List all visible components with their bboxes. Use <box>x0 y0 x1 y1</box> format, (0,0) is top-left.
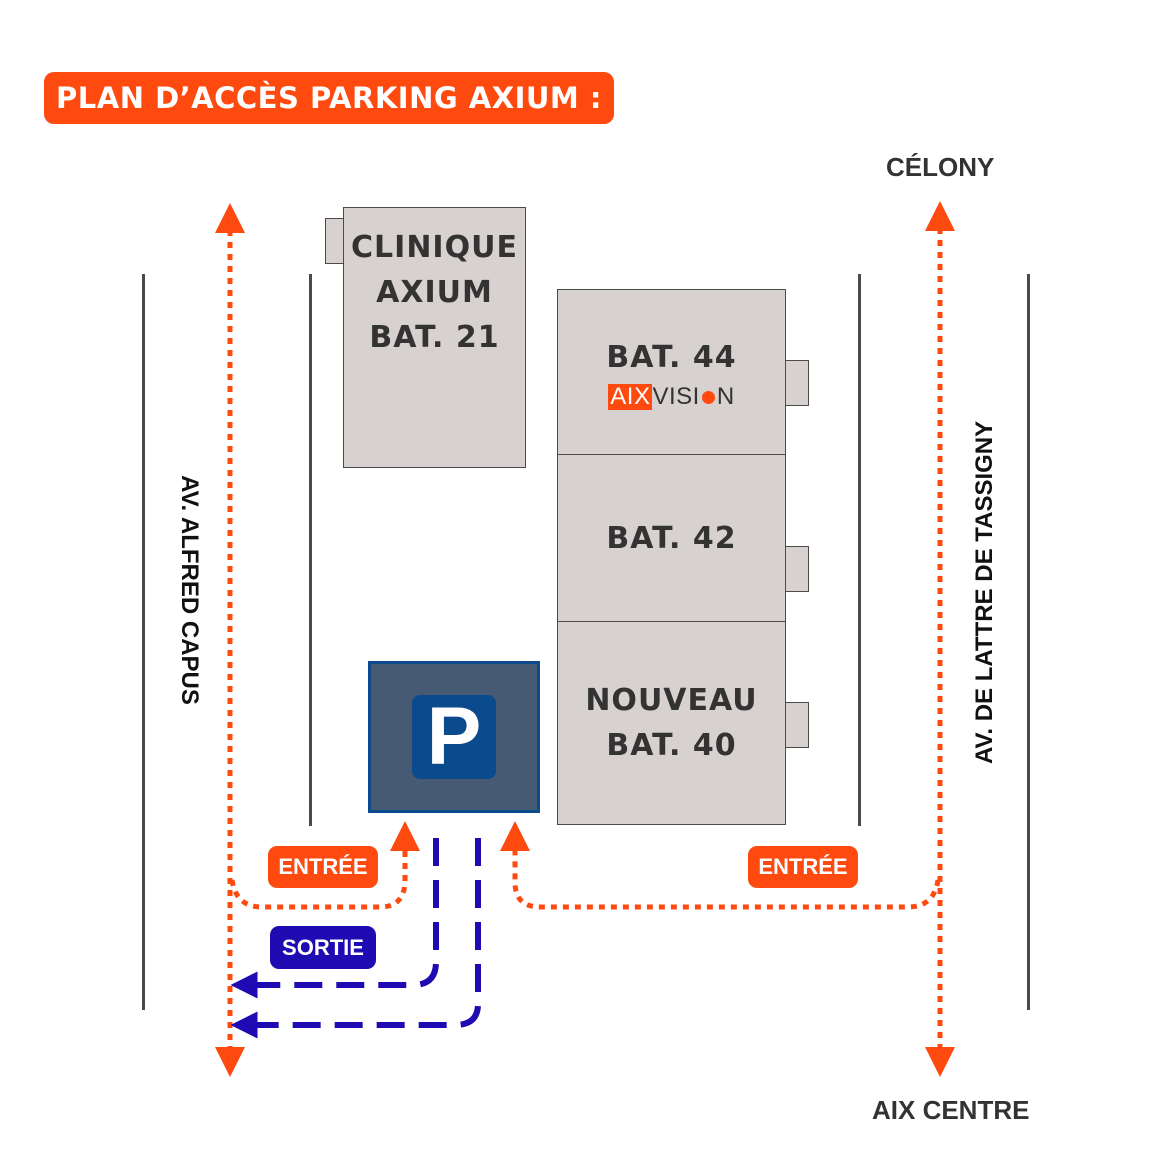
place-celony: CÉLONY <box>886 152 995 182</box>
logo-n: N <box>716 383 735 410</box>
route-exit-2 <box>230 838 481 1039</box>
road-edge-right-outer <box>1027 274 1030 1010</box>
clinique-line3: BAT. 21 <box>369 320 500 355</box>
parking-axium[interactable]: P <box>368 661 540 813</box>
building-bat-44: BAT. 44 AIX VISI N <box>557 289 786 456</box>
logo-aix: AIX <box>608 383 653 410</box>
logo-dot-icon <box>701 390 715 404</box>
bat42-label: BAT. 42 <box>606 521 737 556</box>
route-exit-1 <box>230 838 439 999</box>
logo-visi: VISI <box>652 383 700 410</box>
bat42-door <box>785 546 809 592</box>
map-title: PLAN D’ACCÈS PARKING AXIUM : <box>44 72 614 124</box>
road-edge-left-outer <box>142 274 145 1010</box>
bat40-line2: BAT. 40 <box>606 728 737 763</box>
route-entry-left <box>229 821 420 910</box>
entry-badge-right: ENTRÉE <box>748 846 858 888</box>
bat44-door <box>785 360 809 406</box>
building-bat-42: BAT. 42 <box>557 454 786 623</box>
parking-icon: P <box>412 695 496 779</box>
building-clinique-axium: CLINIQUE AXIUM BAT. 21 <box>343 207 526 468</box>
place-aix-centre: AIX CENTRE <box>872 1095 1030 1125</box>
entry-badge-left: ENTRÉE <box>268 846 378 888</box>
bat40-line1: NOUVEAU <box>585 683 758 718</box>
road-edge-right-inner <box>858 274 861 826</box>
route-entry-right <box>500 821 941 910</box>
clinique-line2: AXIUM <box>376 275 493 310</box>
exit-badge: SORTIE <box>270 926 376 969</box>
bat40-door <box>785 702 809 748</box>
bat44-label: BAT. 44 <box>606 340 737 375</box>
road-edge-left-inner <box>309 274 312 826</box>
clinique-line1: CLINIQUE <box>351 230 518 265</box>
building-bat-40: NOUVEAU BAT. 40 <box>557 621 786 825</box>
aixvision-logo: AIX VISI N <box>608 384 734 410</box>
